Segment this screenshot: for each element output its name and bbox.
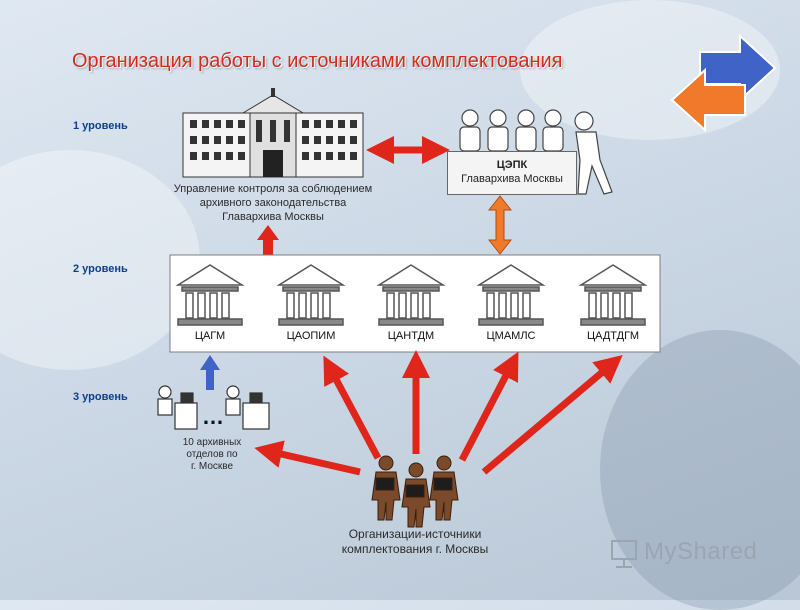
level-2-label: 2 уровень: [73, 263, 128, 275]
sources-arrows: [254, 350, 623, 476]
level-1-label: 1 уровень: [73, 120, 128, 132]
archive-label: ЦАДТДГМ: [587, 330, 639, 342]
archive-label: ЦАНТДМ: [387, 330, 435, 342]
myshared-logo-icon: [611, 540, 637, 568]
cepk-title: ЦЭПК: [496, 159, 528, 171]
page-title: Организация работы с источниками комплек…: [72, 50, 563, 72]
archive-label: ЦАГМ: [194, 330, 226, 342]
department-workers-icon: [157, 385, 270, 430]
background-blob: [600, 330, 800, 610]
level-3-label: 3 уровень: [73, 391, 128, 403]
source-organizations-people-icon: [371, 455, 459, 528]
sources-caption: Организации-источники комплектования г. …: [341, 527, 489, 556]
level2-to-office-arrow: [257, 225, 279, 256]
commission-people-icon: [459, 109, 613, 195]
level3-to-level2-arrow: [200, 355, 220, 390]
cepk-box: ЦЭПК Главархива Москвы: [447, 151, 577, 195]
government-building-icon: [182, 88, 364, 178]
cepk-subtitle: Главархива Москвы: [461, 173, 563, 185]
office-caption: Управление контроля за соблюдением архив…: [173, 183, 373, 223]
myshared-logo-text: MyShared: [644, 538, 758, 565]
background-blob: [0, 150, 200, 370]
departments-caption: 10 архивных отделов по г. Москве: [182, 437, 242, 472]
archive-label: ЦАОПИМ: [286, 330, 336, 342]
corner-arrows-icon: [670, 33, 777, 133]
ellipsis: …: [202, 404, 224, 429]
cepk-level2-arrow: [487, 195, 513, 255]
archive-label: ЦМАМЛС: [486, 330, 536, 342]
archive-building-icon: [175, 264, 648, 326]
